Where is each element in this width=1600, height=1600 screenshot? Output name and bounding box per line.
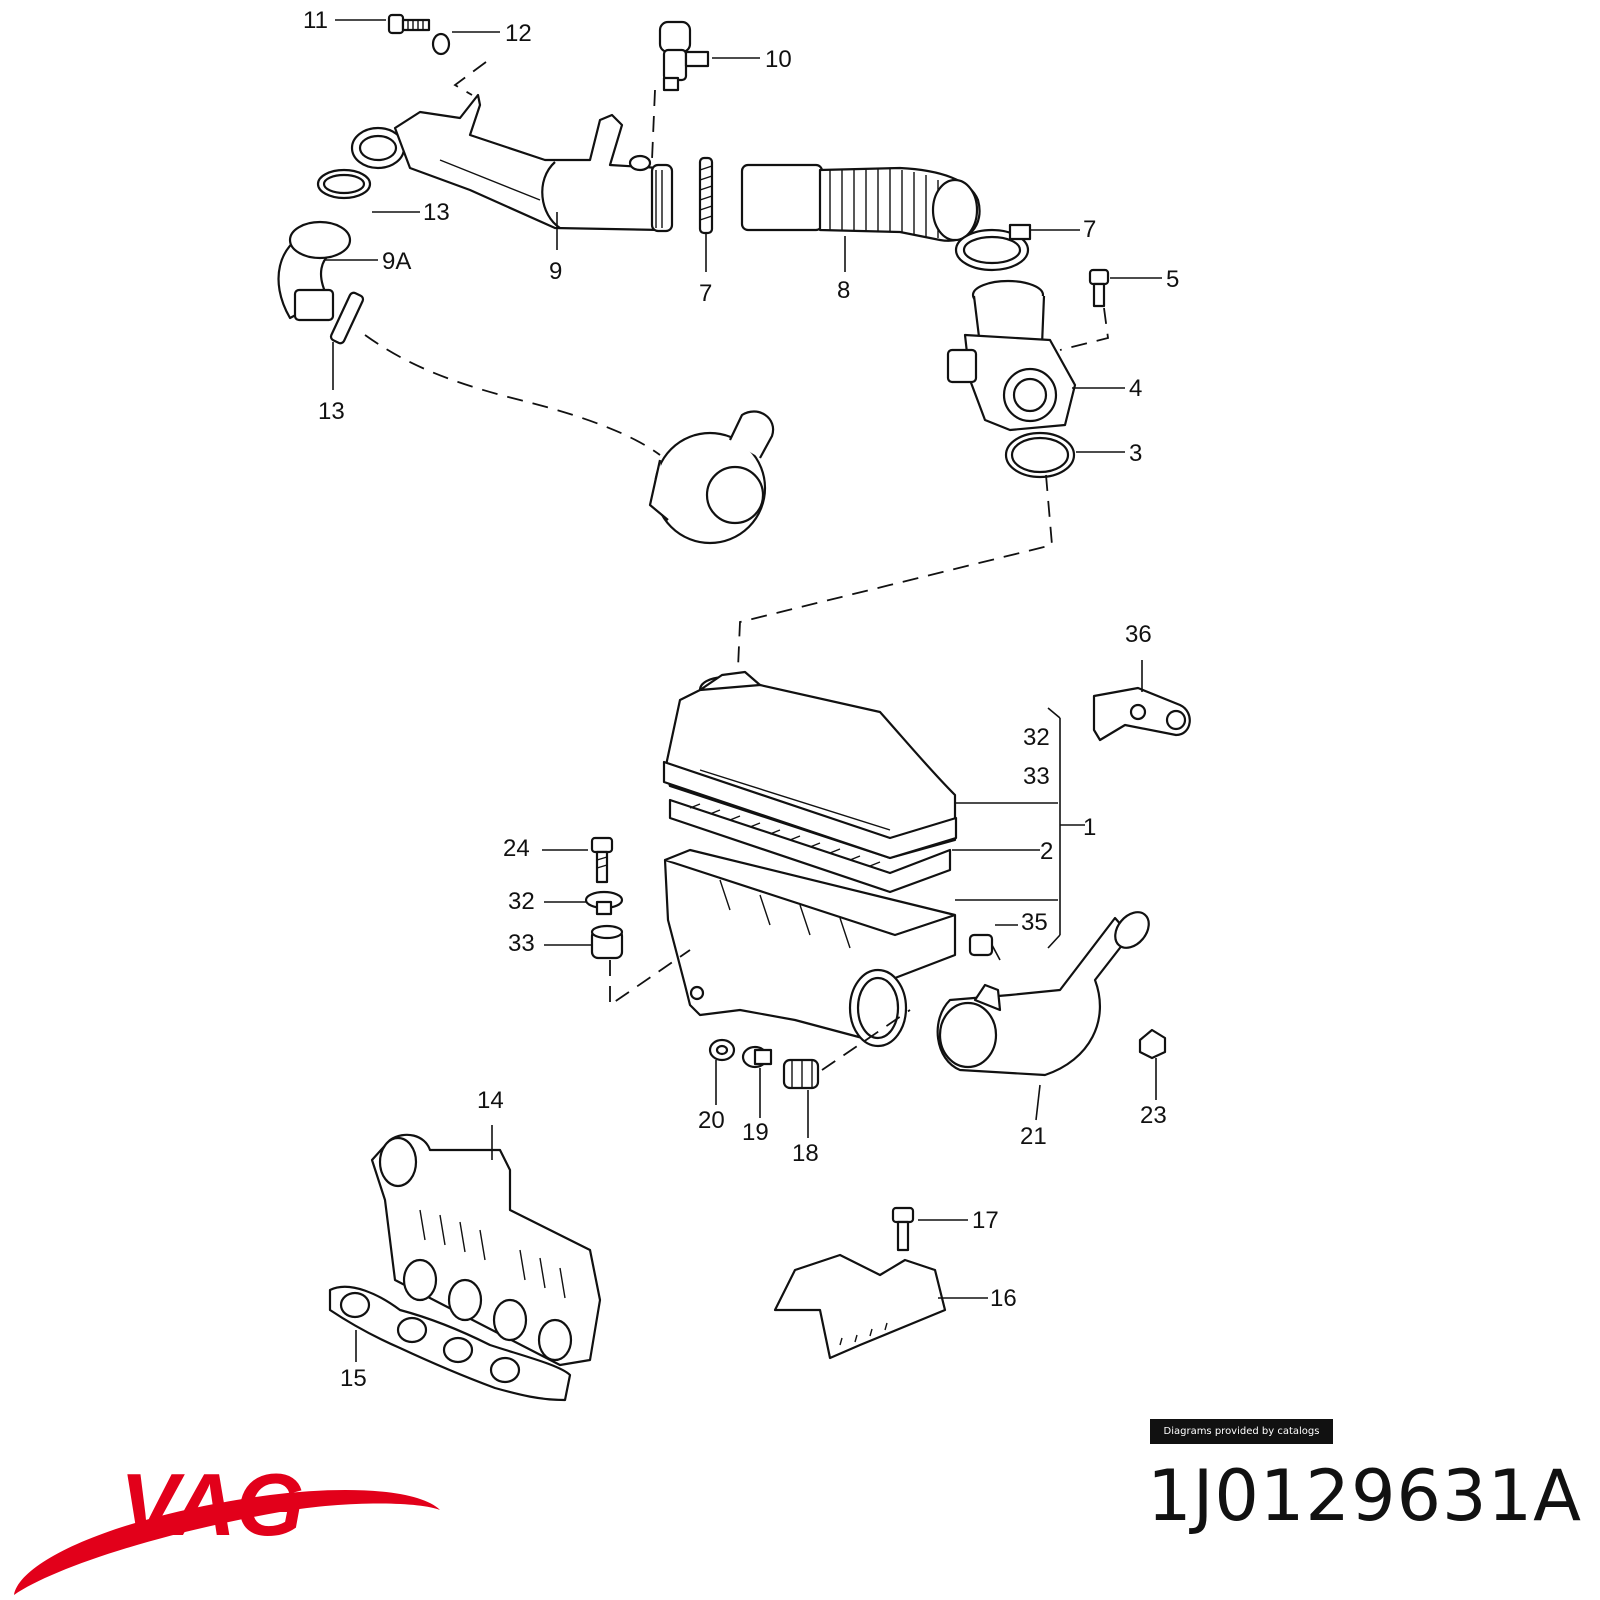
callout-32-left: 32 — [508, 888, 535, 915]
callout-33-right: 33 — [1023, 763, 1050, 790]
callout-10: 10 — [765, 46, 792, 73]
part-intake-manifold-14 — [370, 1133, 602, 1367]
part-elbow-9A — [277, 168, 372, 322]
callout-7-right: 7 — [1083, 216, 1096, 243]
callout-13-lower: 13 — [318, 398, 345, 425]
callout-11: 11 — [303, 7, 328, 34]
callout-9: 9 — [549, 258, 562, 285]
callout-4: 4 — [1129, 375, 1142, 402]
dash-11-to-pipe — [453, 61, 487, 96]
callout-17: 17 — [972, 1207, 999, 1234]
dash-5-to-meter — [1059, 307, 1109, 351]
part-bolt-5 — [1088, 268, 1110, 308]
part-nut-23 — [1138, 1028, 1167, 1060]
callout-19: 19 — [742, 1119, 769, 1146]
leader-lines — [325, 19, 1162, 1362]
part-washer-12 — [431, 32, 451, 56]
part-turbocharger — [648, 410, 775, 545]
callout-23: 23 — [1140, 1102, 1167, 1129]
part-airmass-meter-4 — [946, 279, 1077, 432]
part-bolt-24 — [590, 836, 614, 884]
callout-21: 21 — [1020, 1123, 1047, 1150]
part-gasket-15 — [328, 1285, 572, 1402]
callout-9A: 9A — [382, 248, 411, 275]
callout-14: 14 — [477, 1087, 504, 1114]
callout-33-left: 33 — [508, 930, 535, 957]
dash-13-to-turbo — [364, 334, 661, 456]
part-grommet-33 — [590, 924, 624, 960]
part-bracket-36 — [1092, 686, 1191, 742]
part-intake-elbow-21 — [936, 911, 1150, 1077]
credit-badge: Diagrams provided by catalogs parts — [1150, 1419, 1333, 1462]
callout-18: 18 — [792, 1140, 819, 1167]
part-clamp-7b — [954, 223, 1032, 272]
callout-15: 15 — [340, 1365, 367, 1392]
part-sensor-10 — [658, 20, 710, 92]
part-number: 1J0129631A — [1147, 1455, 1582, 1537]
part-bushing-19 — [741, 1045, 773, 1069]
dash-10-to-pipe — [651, 89, 656, 161]
callout-1: 1 — [1083, 814, 1096, 841]
brand-swoosh — [14, 1490, 440, 1595]
part-bolt-11 — [387, 13, 431, 35]
callout-20: 20 — [698, 1107, 725, 1134]
callout-24: 24 — [503, 835, 530, 862]
callout-labels: 11 12 10 13 9A 9 7 8 7 5 13 4 3 36 32 33… — [303, 7, 1179, 1392]
part-heat-shield-16 — [773, 1253, 947, 1360]
part-clamp-7a — [698, 156, 714, 235]
callout-32-right: 32 — [1023, 724, 1050, 751]
part-sensor-35 — [968, 933, 1001, 961]
callout-35: 35 — [1021, 909, 1048, 936]
dash-grommet-to-housing — [609, 949, 691, 1007]
brand-wordmark: VAG — [120, 1455, 304, 1554]
part-airfilter-housing — [662, 670, 958, 1048]
callout-7-left: 7 — [699, 280, 712, 307]
part-washer-32 — [584, 890, 624, 916]
dash-oring-to-filter — [737, 474, 1053, 669]
callout-2: 2 — [1040, 838, 1053, 865]
callout-13-upper: 13 — [423, 199, 450, 226]
part-clamp-13b — [329, 291, 365, 345]
part-pipe-9 — [350, 93, 674, 233]
part-bolt-17 — [891, 1206, 915, 1252]
part-grommet-18 — [782, 1058, 820, 1090]
callout-5: 5 — [1166, 266, 1179, 293]
callout-36: 36 — [1125, 621, 1152, 648]
part-washer-20 — [708, 1038, 736, 1062]
part-hose-8 — [740, 163, 981, 242]
callout-3: 3 — [1129, 440, 1142, 467]
brand-logo: VAG — [14, 1455, 440, 1595]
callout-16: 16 — [990, 1285, 1017, 1312]
dash-grommet18-to-housing — [821, 1009, 911, 1071]
callout-8: 8 — [837, 277, 850, 304]
callout-12: 12 — [505, 20, 532, 47]
part-oring-3 — [1004, 431, 1076, 479]
